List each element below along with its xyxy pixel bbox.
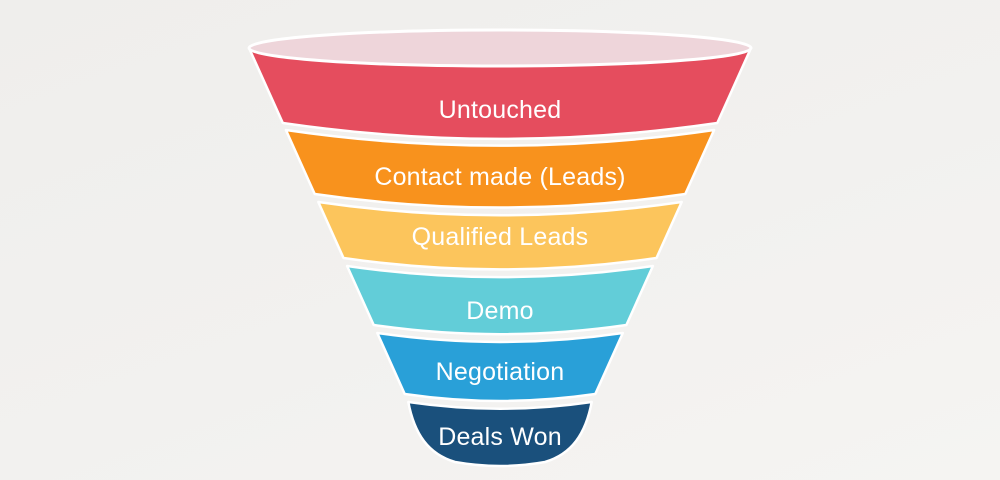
funnel-stage-deals-won [407,400,593,468]
funnel-label-untouched: Untouched [439,96,562,124]
funnel-stage-negotiation [376,331,625,403]
funnel-rim-ellipse [247,28,753,68]
funnel-label-demo: Demo [466,297,534,325]
funnel-stage-contact-made-leads [284,128,716,209]
funnel-label-deals-won: Deals Won [438,423,562,451]
funnel-stage-qualified-leads [317,200,683,271]
funnel-label-contact-made-leads: Contact made (Leads) [374,163,625,191]
funnel-stage-demo [345,264,655,336]
funnel-label-negotiation: Negotiation [436,358,565,386]
funnel-label-qualified-leads: Qualified Leads [412,223,589,251]
